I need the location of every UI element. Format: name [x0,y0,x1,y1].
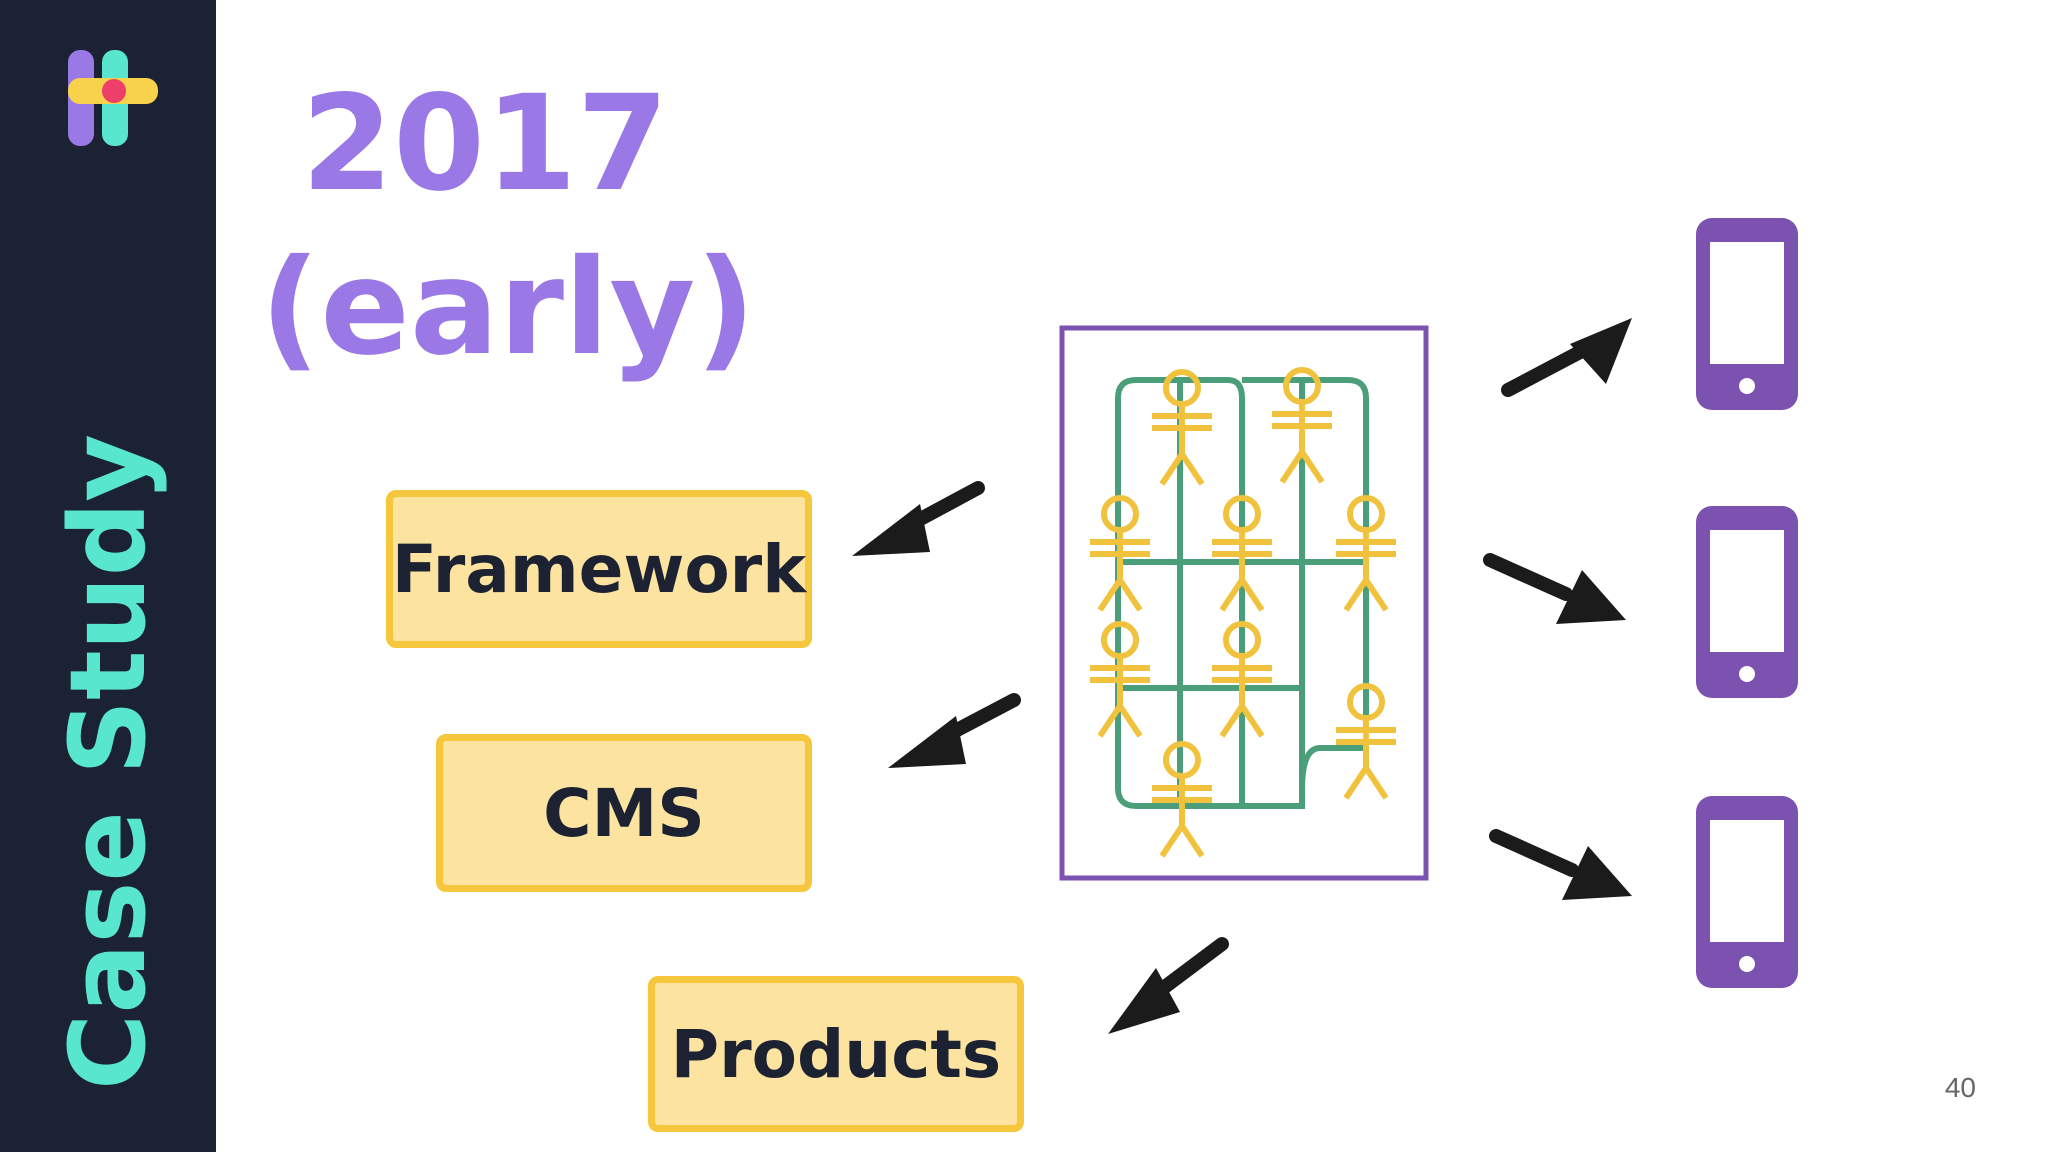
cms-box: CMS [436,734,812,892]
arrow-to-products [1108,937,1229,1034]
sidebar: Case Study [0,0,216,1152]
heading-year: 2017 [301,67,669,221]
products-label: Products [670,1015,1002,1093]
phone-icon [1696,796,1798,988]
arrow-to-framework [852,481,985,556]
team-org-chart-icon [1059,325,1429,881]
arrow-to-phone-1 [1501,318,1632,397]
brand-logo-icon [68,50,158,146]
slide-heading: 2017 (early) [260,62,756,390]
heading-qualifier: (early) [260,231,756,385]
phone-icon [1696,506,1798,698]
phone-icon [1696,218,1798,410]
framework-box: Framework [386,490,812,648]
arrow-to-phone-2 [1483,553,1626,624]
products-box: Products [648,976,1024,1132]
page-number: 40 [1944,1072,1976,1103]
cms-label: CMS [543,774,705,852]
framework-label: Framework [391,530,807,608]
arrow-to-cms [888,693,1021,768]
arrow-to-phone-3 [1489,829,1632,900]
